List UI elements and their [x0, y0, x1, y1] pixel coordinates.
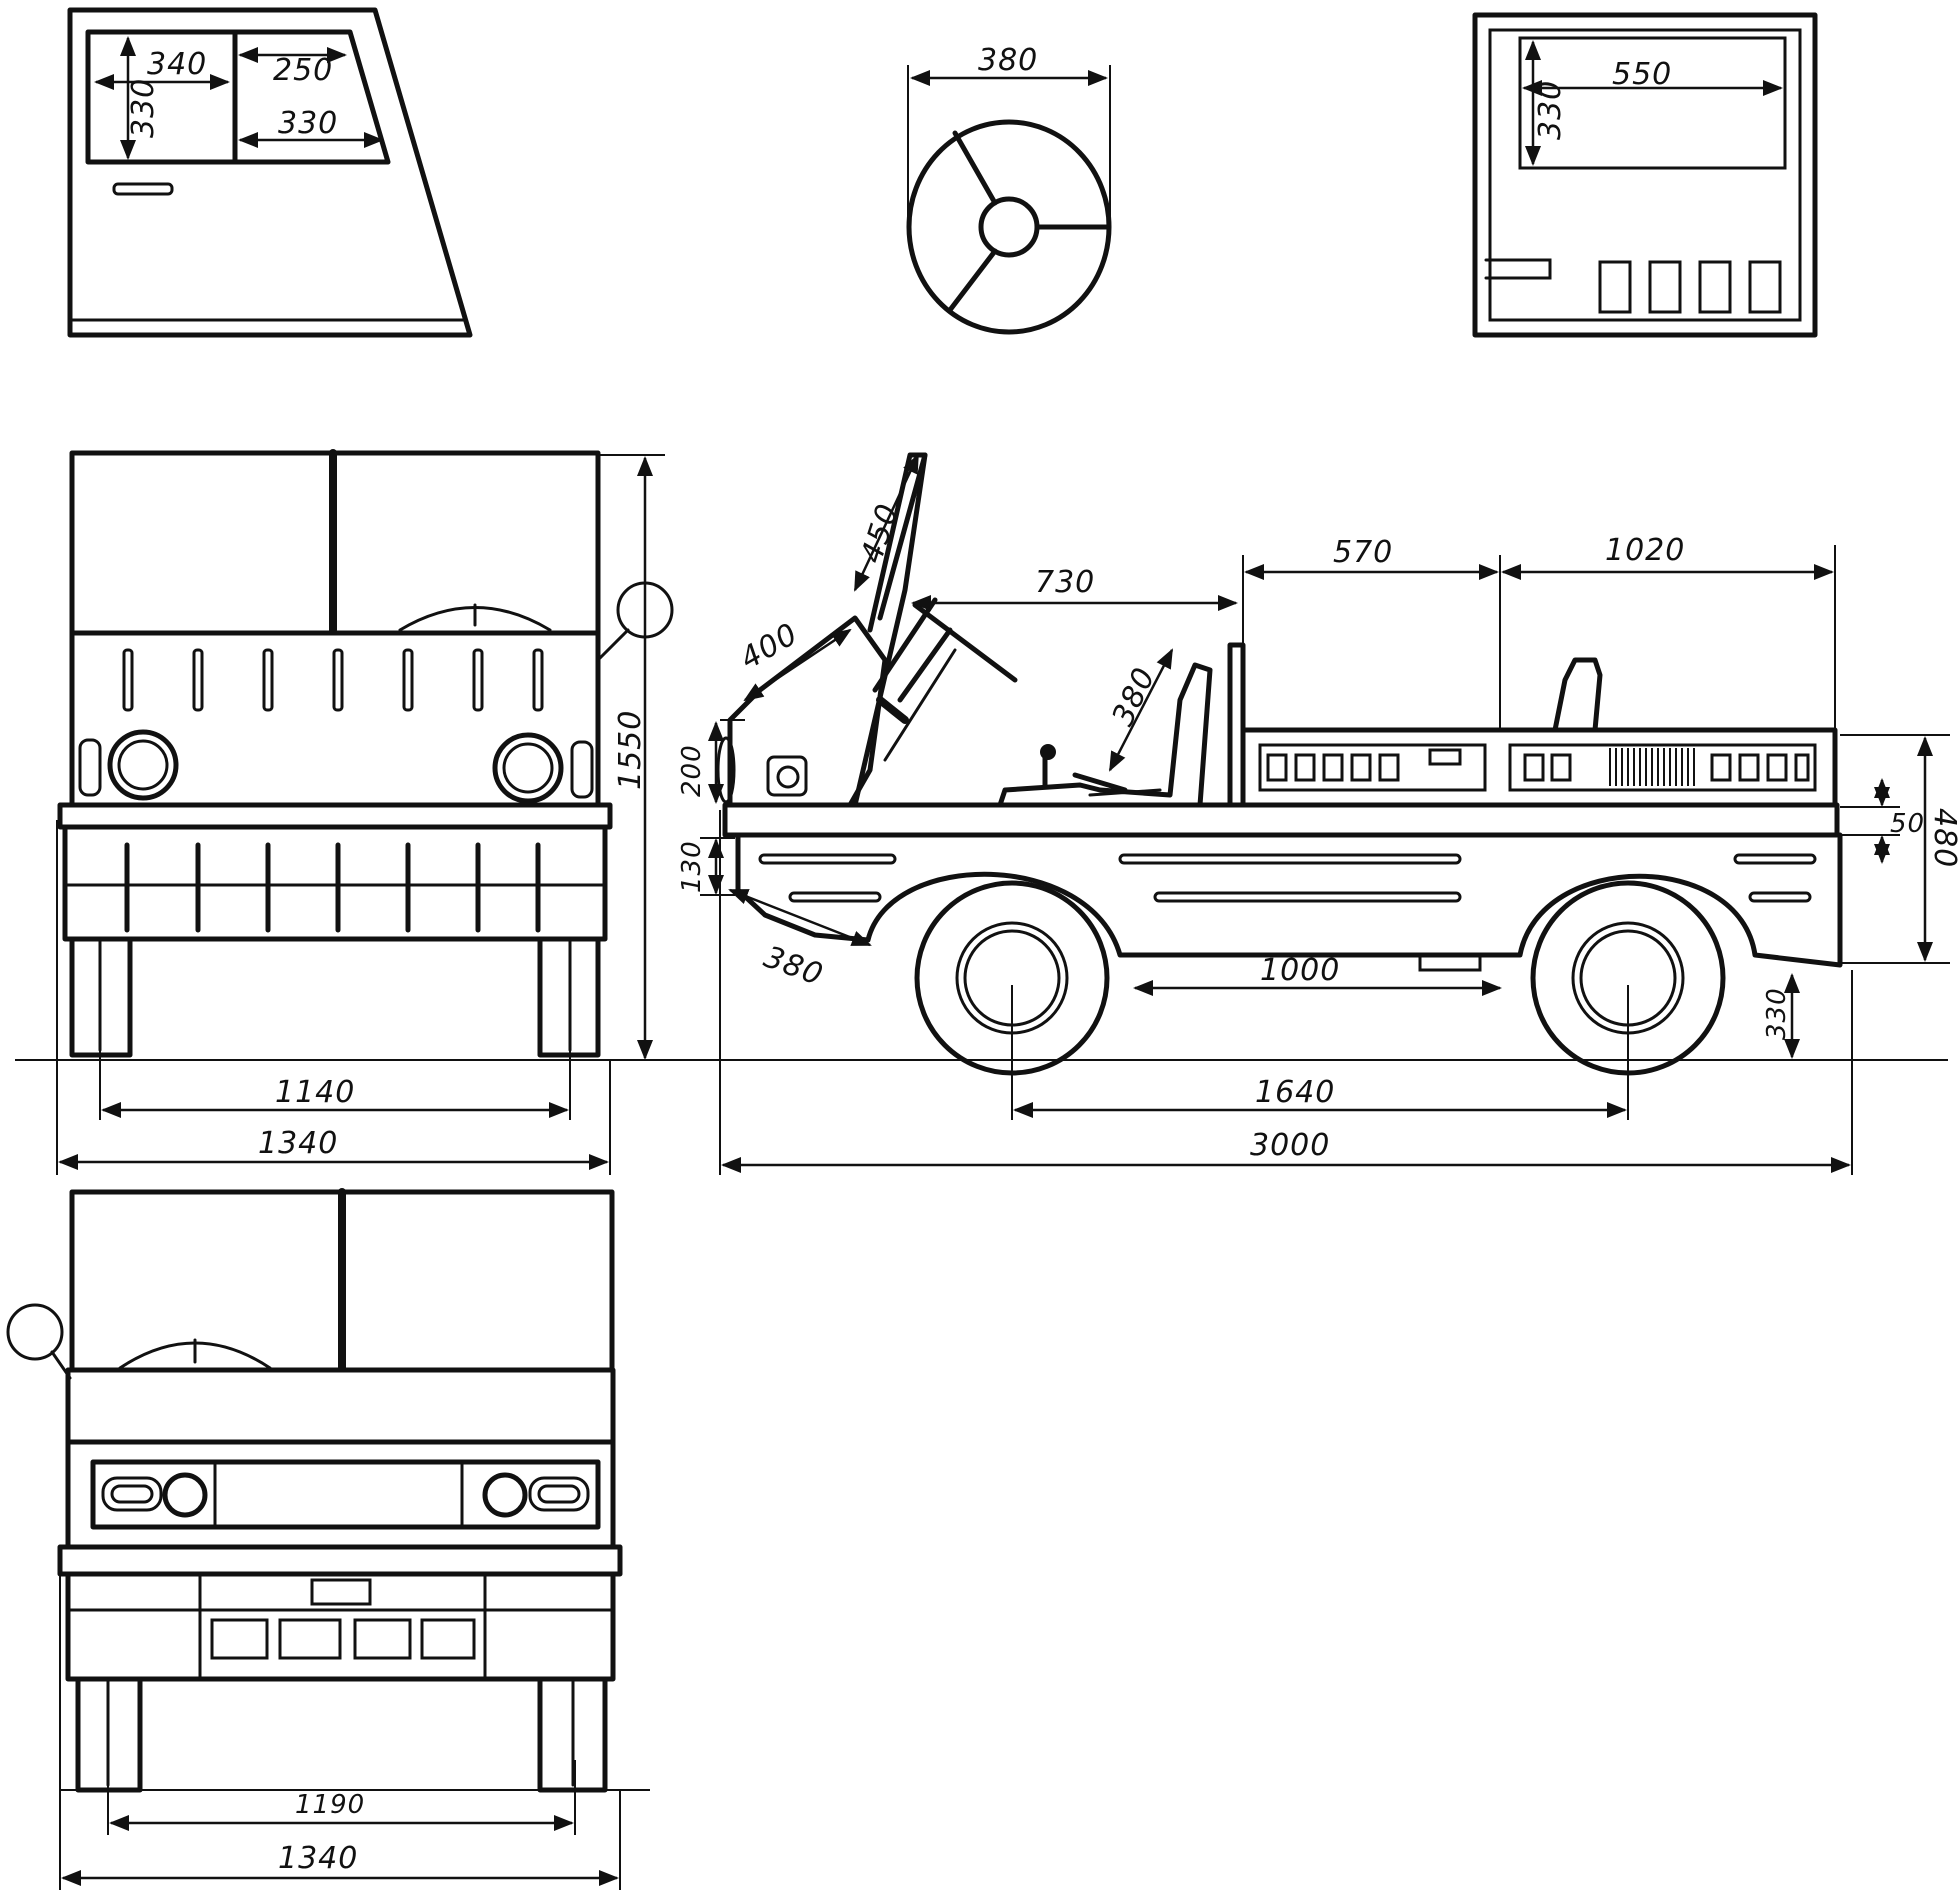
- front-view: 1550 1140 1340: [56, 449, 674, 1175]
- dim-door-340: 340: [147, 47, 207, 82]
- dim-side-130: 130: [677, 840, 707, 893]
- dim-door-330-w: 330: [278, 106, 338, 141]
- rear-panel-view: 550 330: [1472, 12, 1818, 338]
- dim-rear-panel-330: 330: [1533, 80, 1568, 140]
- side-grille: [1609, 748, 1695, 786]
- dim-wheelbase-1640: 1640: [1255, 1075, 1335, 1110]
- dim-rear-panel-550: 550: [1612, 57, 1672, 92]
- rear-grille: [210, 1618, 476, 1660]
- dim-side-200: 200: [677, 744, 707, 797]
- dim-side-1020: 1020: [1605, 533, 1685, 568]
- door-view: 340 250 330 330: [67, 7, 473, 338]
- dim-side-50: 50: [1890, 809, 1925, 839]
- dim-door-250: 250: [273, 53, 333, 88]
- dim-rear-track-1190: 1190: [295, 1790, 365, 1820]
- dim-side-330: 330: [1762, 987, 1792, 1040]
- dim-side-730: 730: [1035, 565, 1095, 600]
- dim-side-seat-380: 380: [1106, 662, 1163, 731]
- dim-side-570: 570: [1333, 535, 1393, 570]
- front-lower-slots: [124, 842, 541, 933]
- dim-door-330-h: 330: [126, 78, 161, 138]
- dim-side-1000: 1000: [1260, 953, 1340, 988]
- dim-front-height-1550: 1550: [613, 710, 648, 790]
- dim-side-front-380: 380: [759, 940, 828, 994]
- front-vents: [122, 648, 544, 712]
- dim-wheel-380: 380: [978, 43, 1038, 78]
- dim-rear-width-1340: 1340: [278, 1841, 358, 1876]
- rear-view: 1190 1340: [6, 1188, 650, 1890]
- steering-wheel-view: 380: [906, 43, 1112, 335]
- dim-side-480: 480: [1927, 808, 1958, 868]
- dim-length-3000: 3000: [1250, 1128, 1330, 1163]
- dim-front-track-1140: 1140: [275, 1075, 355, 1110]
- side-view: 570 1020 730 450 400 380 200 130 380 50 …: [677, 452, 1958, 1175]
- dim-front-width-1340: 1340: [258, 1126, 338, 1161]
